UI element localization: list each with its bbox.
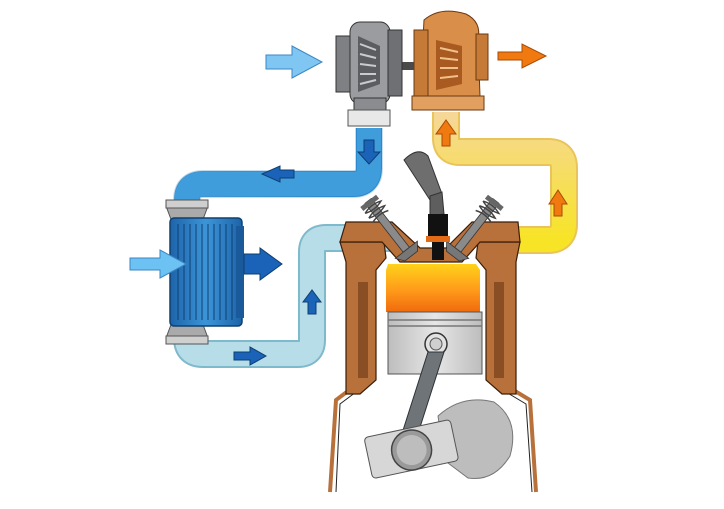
combustion-chamber	[386, 264, 480, 312]
arrow-up-icon	[302, 289, 322, 315]
arrow-right-icon	[129, 249, 188, 279]
turbine	[411, 10, 489, 111]
arrow-right-icon	[243, 247, 283, 281]
intercooler	[165, 199, 244, 345]
compressor	[335, 21, 403, 127]
arrow-down-icon	[356, 139, 382, 165]
exhaust-valve	[446, 194, 504, 262]
arrow-left-icon	[260, 165, 295, 183]
arrow-right-icon	[233, 346, 268, 366]
arrow-right-icon	[497, 43, 548, 69]
fuel-injector	[403, 151, 450, 260]
arrow-right-icon	[265, 45, 324, 79]
arrow-up-icon	[435, 119, 457, 147]
engine-cylinder	[328, 151, 538, 493]
intake-valve	[360, 194, 418, 262]
exhaust-pipe	[432, 112, 578, 254]
turbocharger	[335, 10, 489, 127]
arrow-up-icon	[548, 189, 568, 217]
crankshaft	[364, 419, 459, 479]
